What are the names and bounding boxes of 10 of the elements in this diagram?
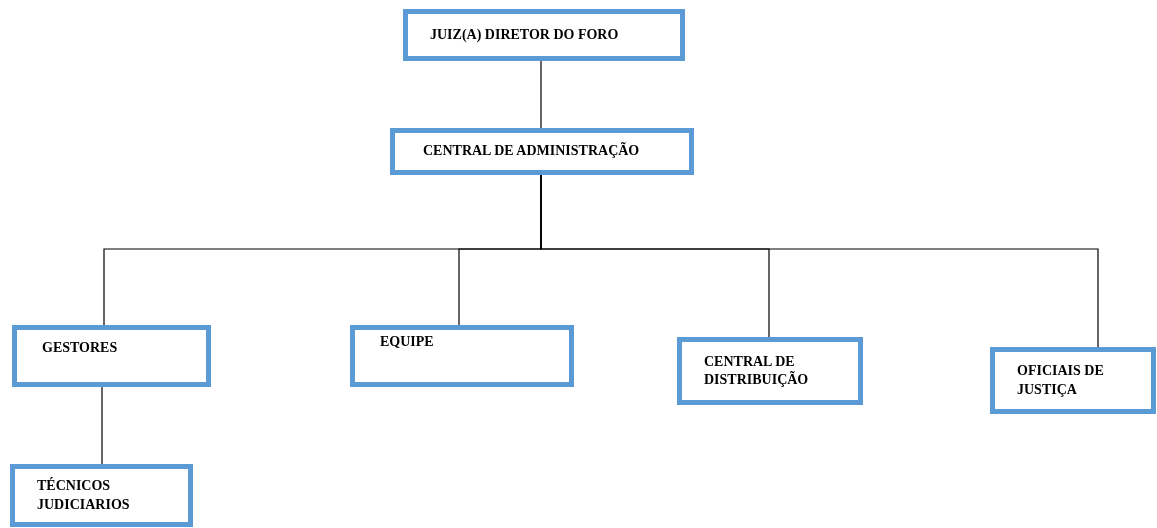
org-box: OFICIAIS DE JUSTIÇA (990, 347, 1156, 414)
connector-line (540, 60, 542, 129)
org-box: JUIZ(A) DIRETOR DO FORO (403, 9, 685, 61)
org-box: GESTORES (12, 325, 211, 387)
org-box: EQUIPE (350, 325, 574, 387)
org-box: CENTRAL DE DISTRIBUIÇÃO (677, 337, 863, 405)
org-box: CENTRAL DE ADMINISTRAÇÃO (390, 128, 694, 175)
connector-line (540, 174, 1099, 348)
org-box: TÉCNICOS JUDICIARIOS (10, 464, 193, 527)
connector-line (101, 386, 103, 465)
